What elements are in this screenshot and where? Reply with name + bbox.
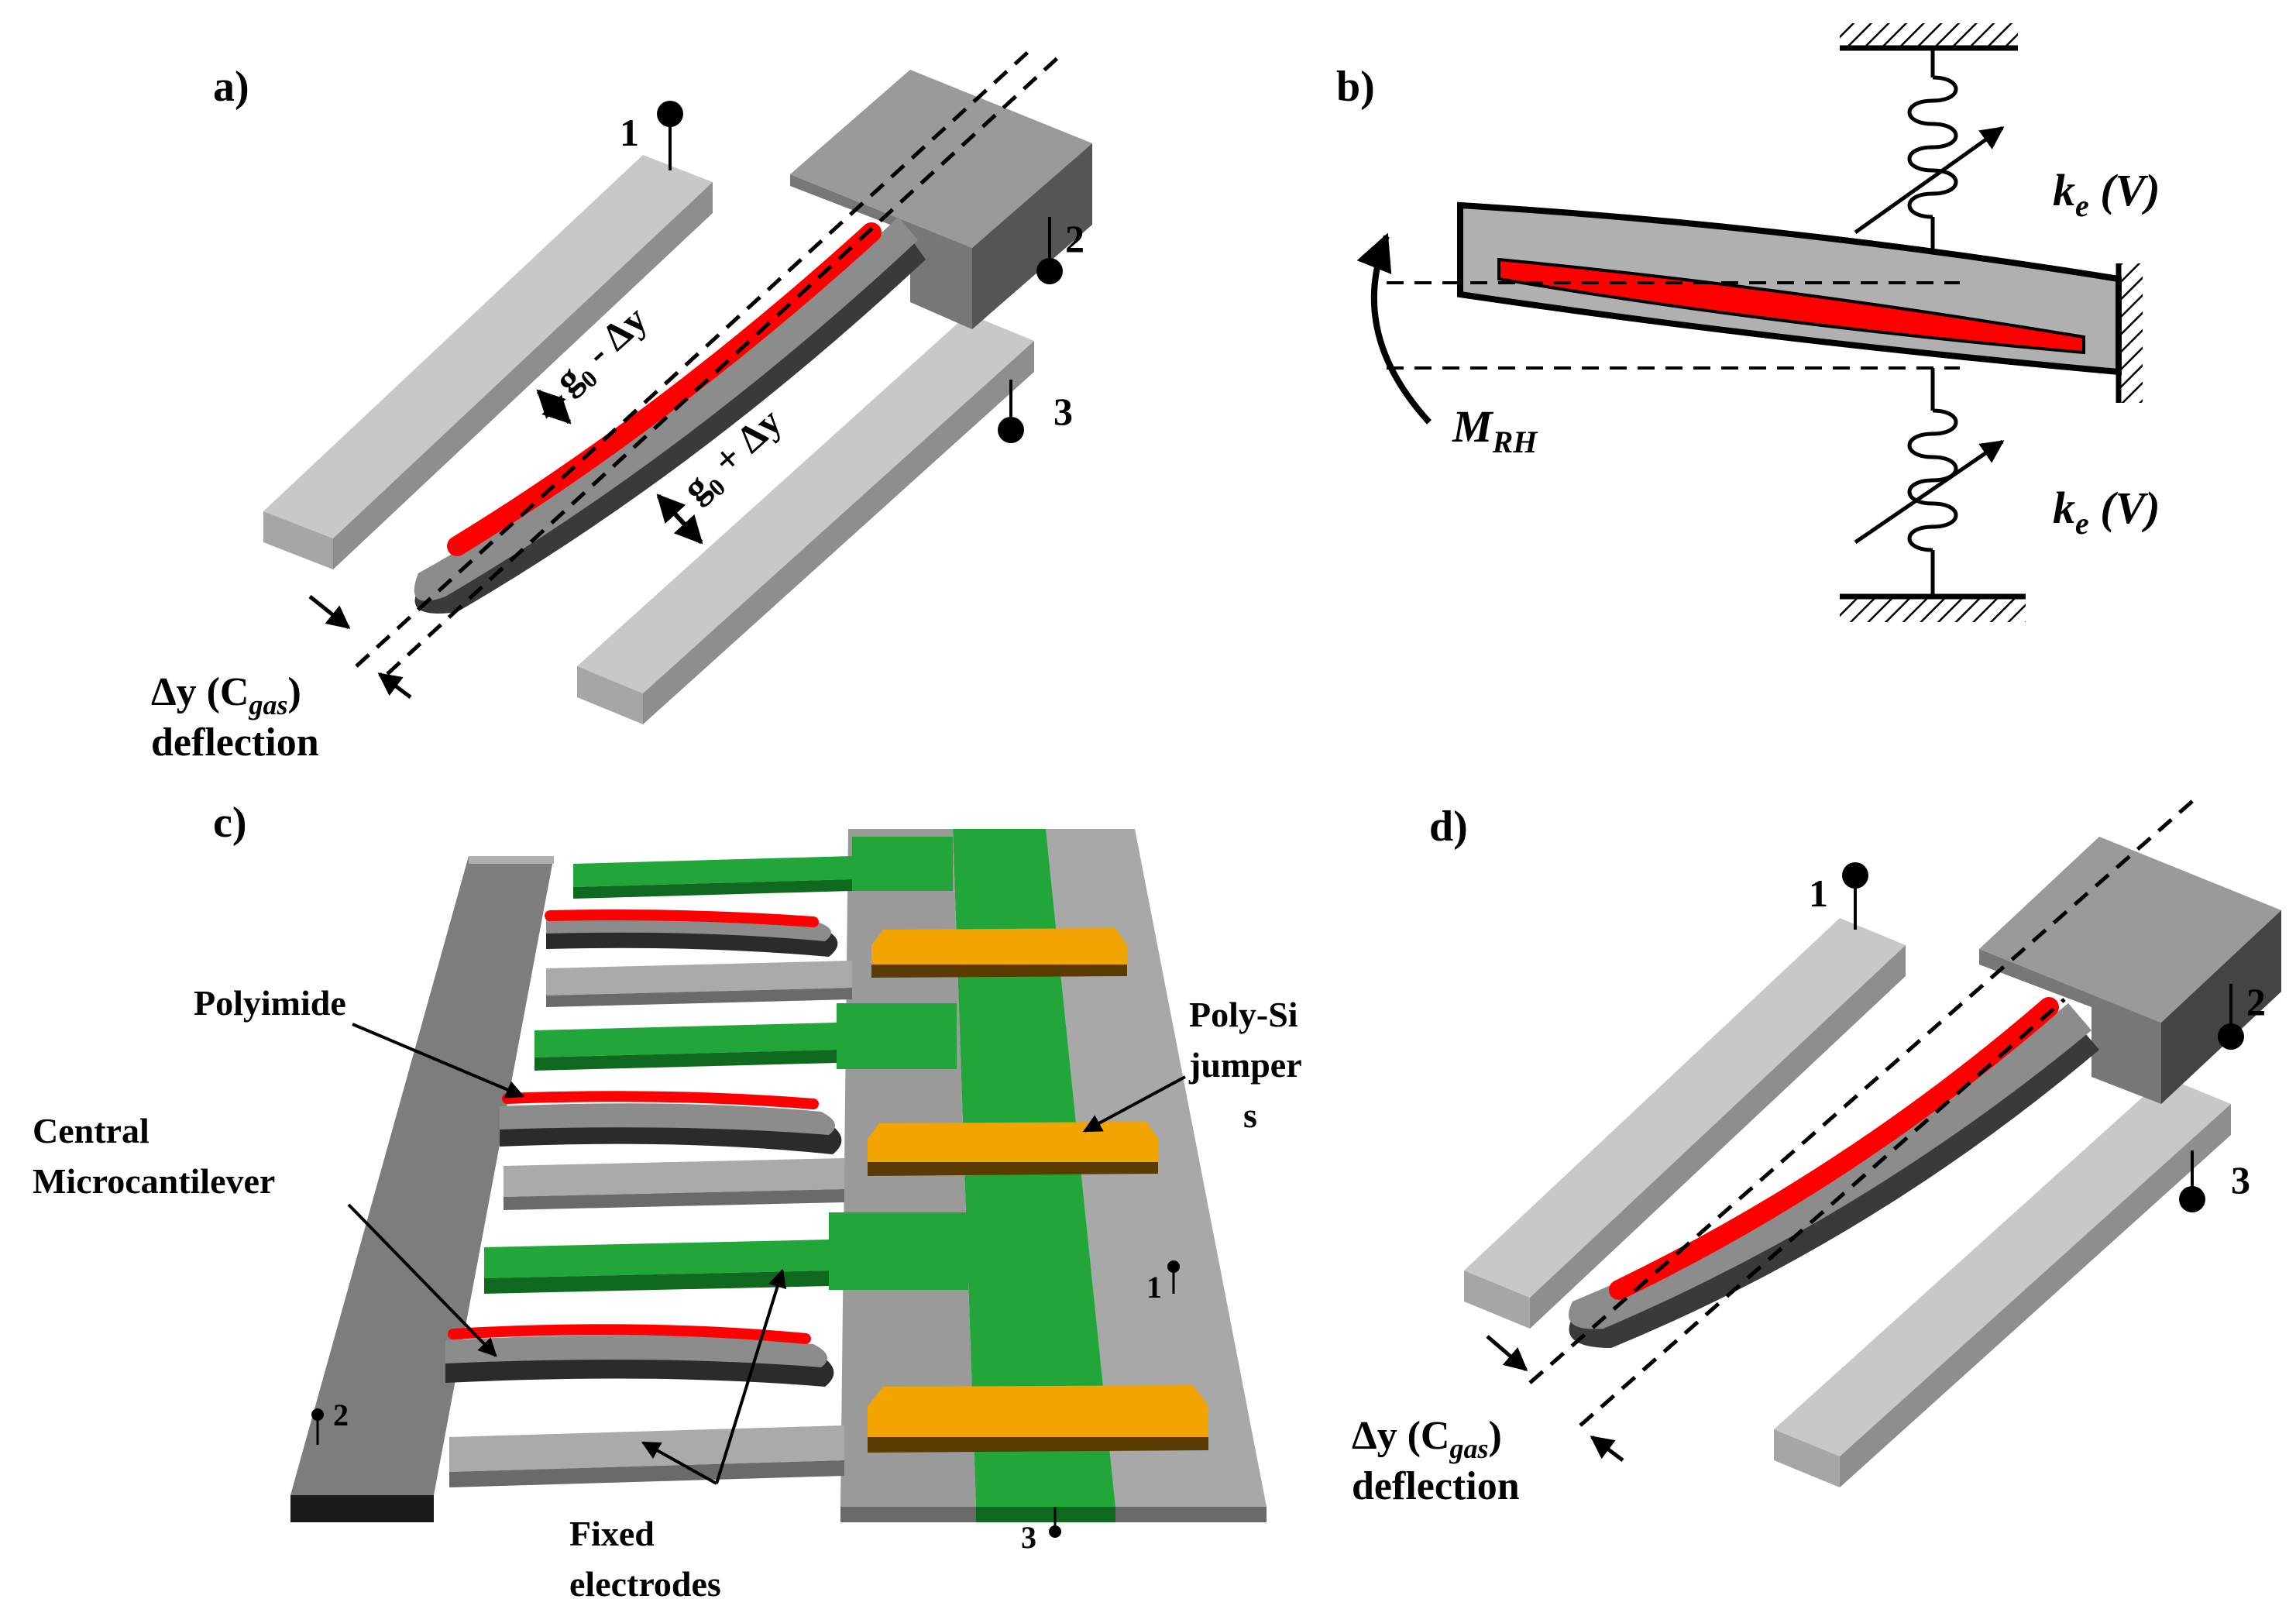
- panel-c: c): [33, 799, 1302, 1604]
- panel-b-moment-label: MRH: [1452, 401, 1538, 459]
- panel-c-polysi-label-2: jumper: [1188, 1045, 1302, 1085]
- panel-a-bottom-electrode: [577, 314, 1034, 724]
- panel-c-green-electrode-3: [484, 1212, 968, 1294]
- panel-d-bottom-electrode: [1774, 1077, 2231, 1487]
- panel-c-fixed-pointer-2: [641, 1441, 717, 1485]
- panel-c-gray-electrode-1: [546, 961, 852, 1007]
- svg-text:3: 3: [2231, 1158, 2250, 1202]
- panel-b-top-spring: [1854, 50, 2005, 267]
- panel-c-polyimide-pointer: [352, 1023, 525, 1099]
- panel-c-cantilever-3: [445, 1324, 834, 1387]
- panel-a-polyimide: [447, 222, 882, 556]
- panel-d-deflection-word: deflection: [1352, 1464, 1520, 1508]
- svg-text:3: 3: [1021, 1520, 1036, 1555]
- panel-a-terminal-3: 3: [998, 380, 1073, 443]
- panel-c-cantilever-1: [545, 909, 838, 957]
- svg-text:1: 1: [1809, 872, 1828, 915]
- panel-c-cantilever-2: [500, 1091, 842, 1154]
- panel-d-cantilever: [1569, 997, 2099, 1348]
- panel-d-deflection-label: Δy (Cgas): [1352, 1414, 1502, 1464]
- panel-d-dashed-axis-1: [1528, 796, 2198, 1384]
- panel-c-central-label-1: Central: [33, 1111, 150, 1150]
- panel-c-fixed-label-1: Fixed: [569, 1514, 655, 1553]
- panel-c-gray-electrode-3: [449, 1425, 844, 1487]
- panel-a-deflection-arrow-1: [308, 595, 351, 629]
- panel-c-polysi-pointer: [1082, 1075, 1186, 1133]
- panel-b-beam: [1457, 201, 2122, 376]
- panel-a-gap-plus-arrow: [656, 493, 703, 545]
- panel-d-top-electrode: [1464, 918, 1906, 1329]
- panel-a-deflection-arrow-2: [377, 672, 412, 699]
- panel-c-fixed-pointer-1: [715, 1268, 787, 1484]
- panel-c-polyimide-label: Polyimide: [194, 983, 346, 1023]
- panel-c-polysi-label-1: Poly-Si: [1189, 995, 1298, 1034]
- panel-c-terminal-2: 2: [311, 1398, 349, 1445]
- panel-d-terminal-2: 2: [2218, 980, 2266, 1050]
- panel-d-label: d): [1429, 803, 1468, 851]
- panel-c-label: c): [213, 799, 247, 847]
- panel-d-anchor-block: [1979, 837, 2281, 1104]
- panel-a-deflection-label: Δy (Cgas): [151, 670, 301, 720]
- panel-c-anchor-bar: [290, 856, 554, 1522]
- panel-c-jumper-1: [871, 928, 1127, 978]
- svg-text:1: 1: [620, 111, 639, 154]
- panel-d-terminal-3: 3: [2179, 1150, 2250, 1212]
- panel-d-dashed-axis-2: [1579, 998, 2066, 1427]
- panel-c-jumper-3: [868, 1385, 1208, 1453]
- svg-text:2: 2: [1065, 217, 1084, 260]
- panel-a-label: a): [213, 63, 249, 111]
- panel-b-bottom-ground: [1840, 593, 2026, 622]
- panel-b-k-top-label: ke (V): [2053, 165, 2160, 223]
- panel-a-dashed-axis-1: [355, 45, 1036, 668]
- panel-b-k-bottom-label: ke (V): [2053, 483, 2160, 541]
- panel-a-cantilever: [414, 217, 926, 614]
- panel-a: a) g0 - Δy g0 +: [151, 45, 1092, 765]
- svg-text:2: 2: [333, 1398, 349, 1432]
- panel-b-moment-arrow: [1356, 232, 1432, 425]
- panel-c-green-electrode-1: [573, 837, 953, 899]
- panel-c-central-pointer: [347, 1203, 497, 1357]
- svg-text:1: 1: [1146, 1270, 1162, 1305]
- panel-b-label: b): [1336, 63, 1375, 111]
- panel-c-central-label-2: Microcantilever: [33, 1161, 275, 1201]
- panel-c-fixed-label-2: electrodes: [569, 1564, 721, 1604]
- panel-a-gap-minus-arrow: [536, 389, 572, 425]
- panel-b-bottom-spring: [1854, 368, 2005, 597]
- panel-a-anchor-block: [790, 70, 1092, 329]
- panel-d-polyimide: [1609, 997, 2059, 1300]
- panel-d-deflection-arrow-1: [1486, 1335, 1528, 1371]
- panel-a-terminal-1: 1: [620, 101, 683, 170]
- panel-a-terminal-2: 2: [1036, 217, 1084, 284]
- svg-text:2: 2: [2246, 980, 2266, 1023]
- svg-text:3: 3: [1053, 390, 1073, 433]
- panel-c-terminal-1: 1: [1146, 1260, 1180, 1305]
- panel-c-gray-electrode-2: [504, 1158, 844, 1210]
- panel-a-top-electrode: [263, 155, 713, 569]
- panel-a-dashed-axis-2: [386, 57, 1059, 676]
- panel-d: d) 1: [1352, 796, 2281, 1508]
- panel-c-terminal-3: 3: [1021, 1507, 1061, 1555]
- panel-d-deflection-arrow-2: [1590, 1436, 1624, 1462]
- panel-a-deflection-word: deflection: [151, 720, 319, 765]
- panel-c-polysi-label-3: s: [1243, 1095, 1257, 1135]
- panel-b-top-ground: [1840, 23, 2018, 51]
- panel-c-green-electrode-2: [534, 1003, 957, 1071]
- panel-d-terminal-1: 1: [1809, 862, 1868, 930]
- panel-c-jumper-2: [868, 1122, 1158, 1176]
- panel-b-wall: [2116, 263, 2143, 403]
- panel-b: b): [1336, 23, 2160, 622]
